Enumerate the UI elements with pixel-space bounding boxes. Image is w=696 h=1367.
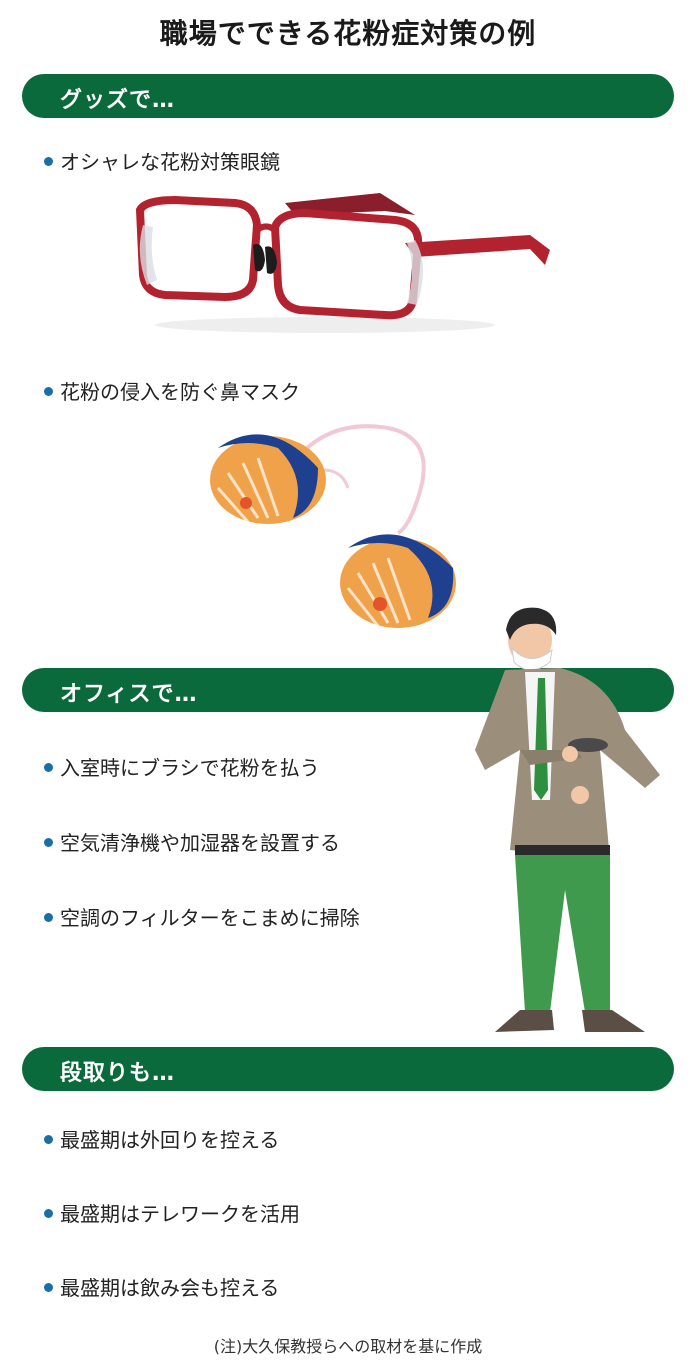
list-item: 入室時にブラシで花粉を払う [44, 752, 320, 781]
list-item: 空気清浄機や加湿器を設置する [44, 827, 340, 856]
section-bar-planning: 段取りも… [22, 1047, 674, 1091]
list-item: 最盛期は飲み会も控える [44, 1272, 279, 1301]
list-item: 最盛期はテレワークを活用 [44, 1198, 300, 1227]
list-item: 最盛期は外回りを控える [44, 1124, 279, 1153]
source-note: (注)大久保教授らへの取材を基に作成 [213, 1337, 483, 1356]
section-heading-goods: グッズで… [60, 88, 176, 113]
page-title: 職場でできる花粉症対策の例 [159, 17, 537, 50]
list-item: 空調のフィルターをこまめに掃除 [44, 902, 360, 931]
bullet-icon [44, 387, 53, 396]
section-heading-planning: 段取りも… [60, 1061, 176, 1086]
section-heading-office: オフィスで… [60, 682, 198, 707]
bullet-icon [44, 1135, 53, 1144]
bullet-icon [44, 1283, 53, 1292]
list-item: 花粉の侵入を防ぐ鼻マスク [44, 376, 300, 405]
bullet-icon [44, 763, 53, 772]
bullet-icon [44, 157, 53, 166]
section-bar-goods: グッズで… [22, 74, 674, 118]
list-item: オシャレな花粉対策眼鏡 [44, 146, 280, 175]
man-illustration [475, 607, 660, 1032]
bullet-icon [44, 1209, 53, 1218]
nose-mask-image [210, 424, 456, 628]
glasses-image [135, 193, 550, 333]
bullet-icon [44, 838, 53, 847]
bullet-icon [44, 913, 53, 922]
